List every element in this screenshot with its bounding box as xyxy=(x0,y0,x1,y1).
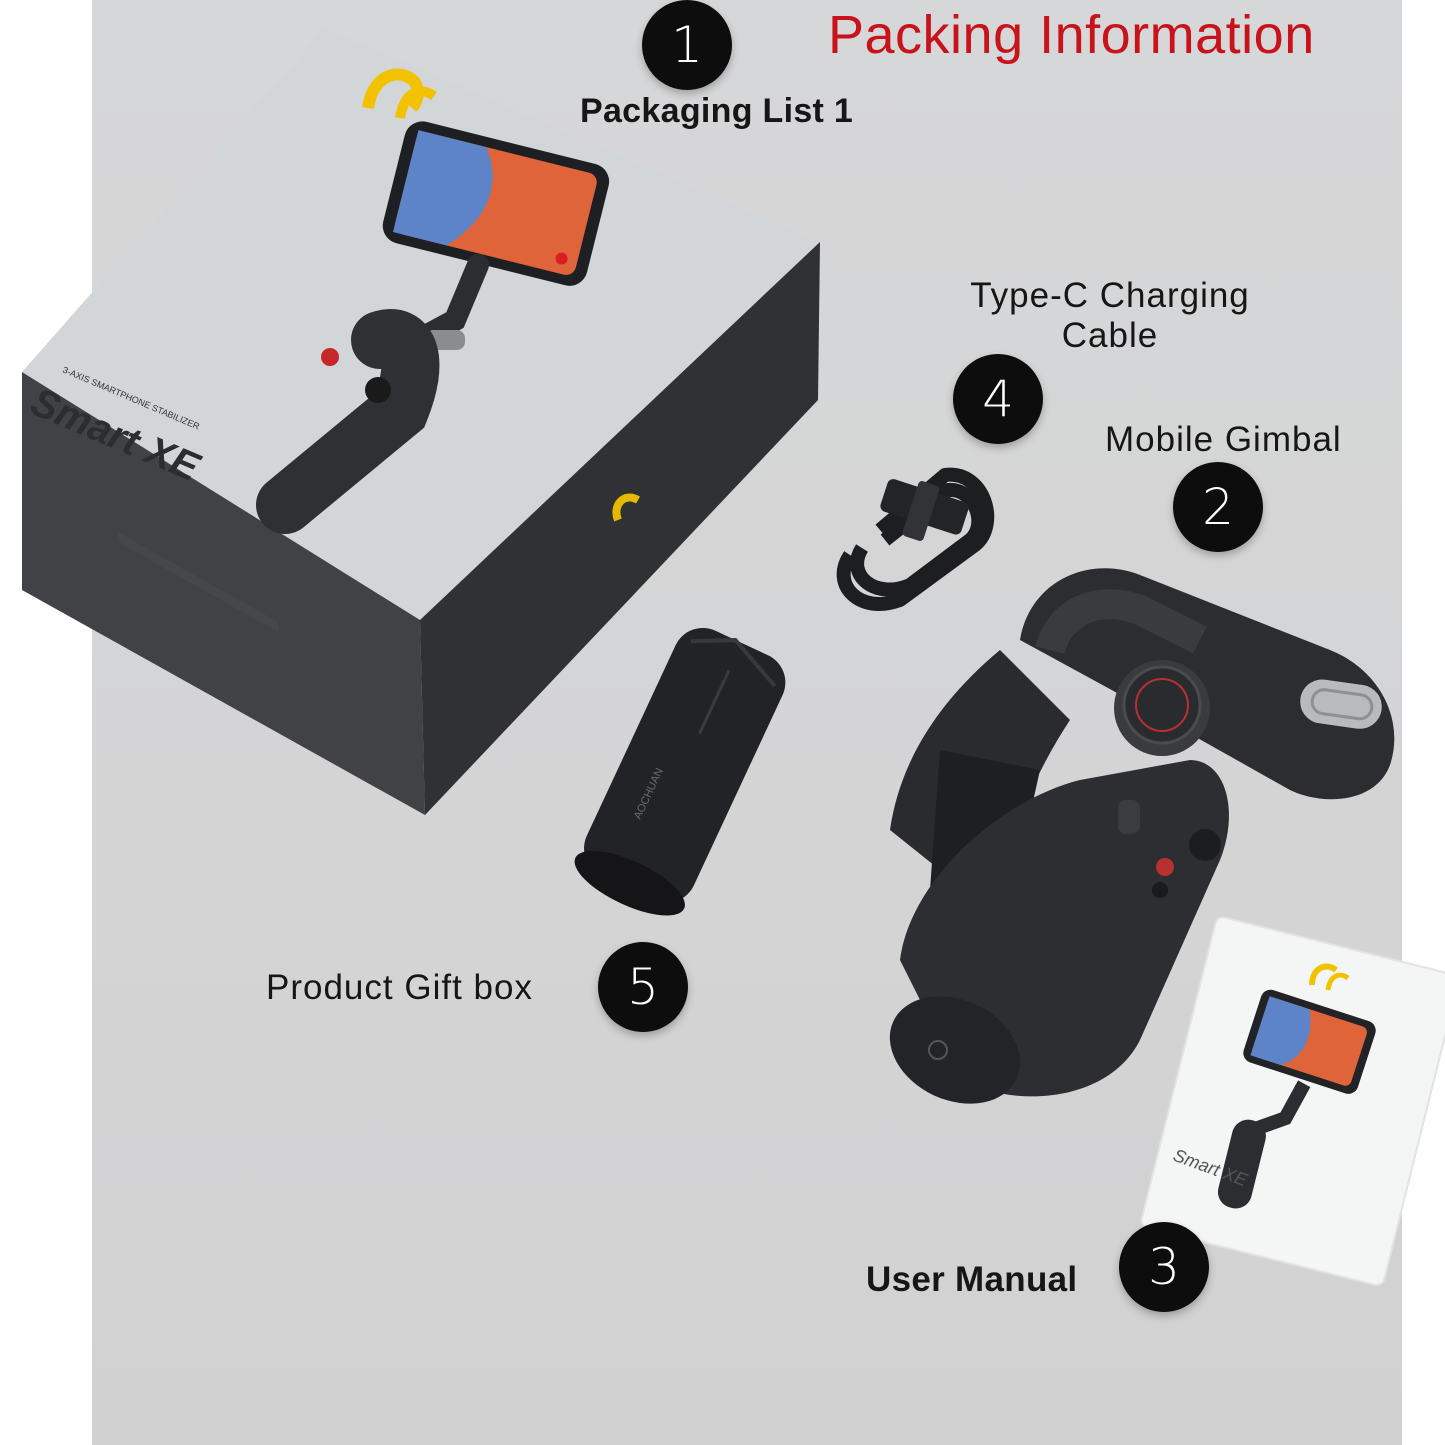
side-logo-icon xyxy=(612,493,640,522)
label-product-gift-box: Product Gift box xyxy=(266,968,533,1007)
badge-5: 5 xyxy=(598,942,688,1032)
label-charging-cable-line1: Type-C Charging Cable xyxy=(960,276,1260,356)
box-gimbal-image xyxy=(256,254,489,534)
brand-logo-icon xyxy=(362,68,437,120)
manual-logo-icon xyxy=(1309,963,1350,991)
badge-2: 2 xyxy=(1173,462,1263,552)
label-user-manual: User Manual xyxy=(866,1260,1078,1299)
label-mobile-gimbal: Mobile Gimbal xyxy=(1105,420,1342,459)
label-charging-cable: Type-C Charging Cable xyxy=(970,276,1250,355)
badge-1: 1 xyxy=(642,0,732,90)
label-packaging-list: Packaging List 1 xyxy=(580,92,854,130)
box-phone-image xyxy=(382,121,610,286)
badge-3: 3 xyxy=(1119,1222,1209,1312)
badge-4: 4 xyxy=(953,354,1043,444)
page-title: Packing Information xyxy=(828,5,1315,65)
